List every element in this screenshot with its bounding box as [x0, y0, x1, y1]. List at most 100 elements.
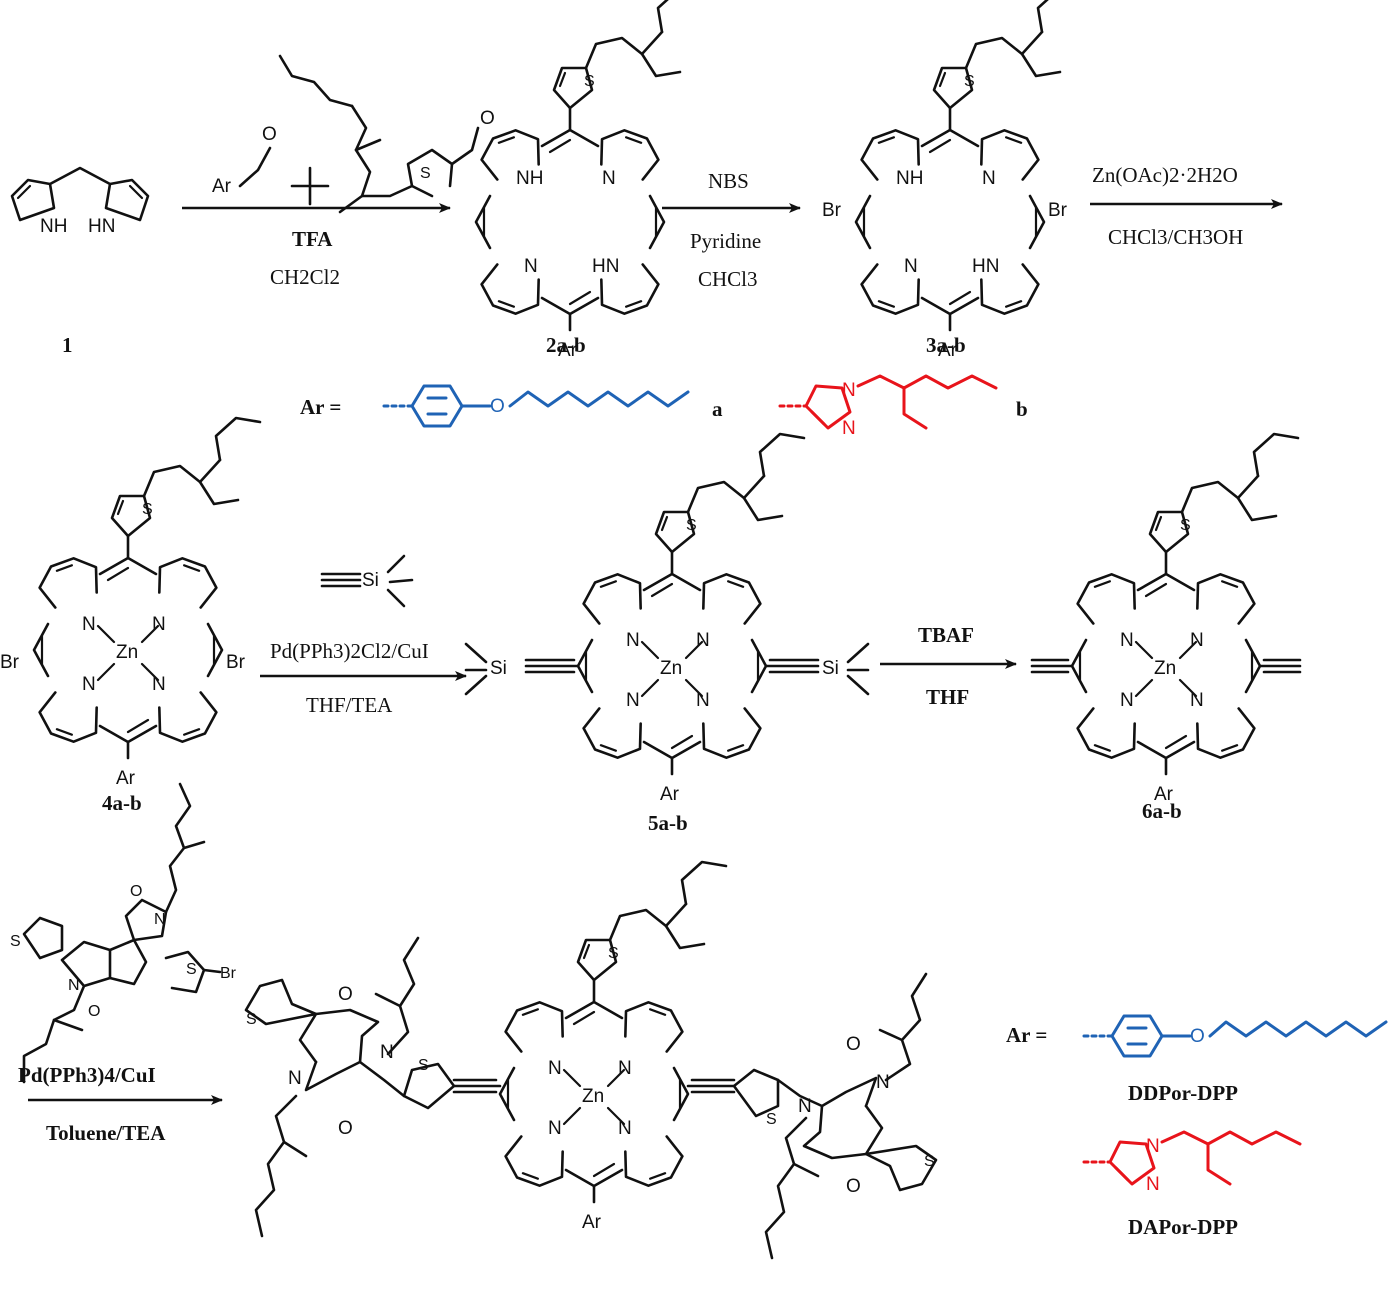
- svg-text:Zn: Zn: [582, 1086, 604, 1107]
- svg-text:O: O: [1190, 1026, 1205, 1047]
- svg-text:Br: Br: [0, 652, 20, 673]
- svg-text:NH: NH: [896, 168, 923, 189]
- svg-text:NH: NH: [516, 168, 543, 189]
- svg-text:S: S: [186, 961, 197, 978]
- svg-text:S: S: [924, 1153, 935, 1170]
- svg-text:Br: Br: [220, 965, 237, 982]
- svg-text:N: N: [876, 1072, 890, 1093]
- svg-text:N: N: [154, 911, 166, 928]
- step4-solvent: THF/TEA: [306, 693, 393, 717]
- svg-text:N: N: [548, 1058, 562, 1079]
- svg-text:N: N: [1190, 690, 1204, 711]
- svg-text:N: N: [1120, 690, 1134, 711]
- compound-4-structure: S N N Zn N N Br Br Ar: [0, 416, 262, 789]
- dpp-bromide-reagent: S Br S N N O O: [10, 782, 237, 1084]
- svg-text:HN: HN: [972, 256, 999, 277]
- step5-solvent: THF: [926, 685, 969, 709]
- svg-text:S: S: [10, 933, 21, 950]
- final-a-label: DDPor-DPP: [1128, 1081, 1238, 1105]
- svg-text:S: S: [964, 73, 975, 90]
- ar-variant-b-2: N N: [1082, 1130, 1302, 1195]
- svg-text:Ar: Ar: [660, 784, 680, 805]
- svg-text:S: S: [1180, 517, 1191, 534]
- svg-text:N: N: [626, 690, 640, 711]
- svg-text:O: O: [130, 883, 142, 900]
- compound-3-label: 3a-b: [926, 333, 966, 357]
- svg-text:Si: Si: [822, 658, 839, 679]
- svg-text:Zn: Zn: [1154, 658, 1176, 679]
- svg-text:N: N: [288, 1068, 302, 1089]
- compound-2-structure: S NH N N HN Ar: [476, 0, 704, 361]
- svg-text:S: S: [142, 501, 153, 518]
- svg-text:Zn: Zn: [660, 658, 682, 679]
- svg-text:O: O: [846, 1034, 861, 1055]
- svg-text:N: N: [696, 690, 710, 711]
- ar-variant-a-label-1: a: [712, 397, 723, 421]
- ar-variant-a-1: O: [382, 384, 690, 428]
- compound-6-structure: S N N Zn N N Ar: [1030, 432, 1302, 805]
- svg-text:O: O: [338, 984, 353, 1005]
- svg-text:N: N: [152, 674, 166, 695]
- svg-text:N: N: [626, 630, 640, 651]
- compound-1-structure: NH HN: [10, 166, 150, 237]
- ar-variant-b-label-1: b: [1016, 397, 1028, 421]
- step2-reagent: NBS: [708, 169, 749, 193]
- svg-text:N: N: [904, 256, 918, 277]
- step5-reagent: TBAF: [918, 623, 974, 647]
- svg-text:N: N: [1146, 1174, 1160, 1195]
- svg-text:Ar: Ar: [116, 768, 136, 789]
- svg-text:N: N: [618, 1118, 632, 1139]
- svg-text:O: O: [490, 396, 505, 417]
- compound-4-label: 4a-b: [102, 791, 142, 815]
- svg-text:N: N: [842, 418, 856, 439]
- ar-legend-label-1: Ar =: [300, 395, 341, 419]
- svg-text:O: O: [338, 1118, 353, 1139]
- svg-text:O: O: [262, 124, 277, 145]
- svg-text:S: S: [766, 1111, 777, 1128]
- compound-5-label: 5a-b: [648, 811, 688, 835]
- svg-text:N: N: [380, 1042, 394, 1063]
- step6-solvent: Toluene/TEA: [46, 1121, 166, 1145]
- svg-text:N: N: [602, 168, 616, 189]
- svg-text:N: N: [524, 256, 538, 277]
- svg-text:N: N: [982, 168, 996, 189]
- svg-text:N: N: [1120, 630, 1134, 651]
- step4-catalyst: Pd(PPh3)2Cl2/CuI: [270, 639, 429, 663]
- svg-text:O: O: [88, 1003, 100, 1020]
- final-product-structure: S N N Zn N N Ar S S N N O O S: [244, 860, 938, 1260]
- step2-solvent: CHCl3: [698, 267, 758, 291]
- svg-text:NH: NH: [40, 216, 67, 237]
- compound-3-structure: S NH N N HN Br Br Ar: [822, 0, 1084, 361]
- svg-text:N: N: [82, 674, 96, 695]
- svg-text:N: N: [842, 380, 856, 401]
- svg-text:N: N: [68, 977, 80, 994]
- svg-text:HN: HN: [88, 216, 115, 237]
- svg-text:N: N: [548, 1118, 562, 1139]
- ar-variant-b-1: N N: [778, 374, 998, 439]
- step6-catalyst: Pd(PPh3)4/CuI: [18, 1063, 156, 1087]
- svg-text:N: N: [152, 614, 166, 635]
- compound-2-label: 2a-b: [546, 333, 586, 357]
- svg-text:Si: Si: [490, 658, 507, 679]
- svg-text:S: S: [246, 1011, 257, 1028]
- svg-text:Br: Br: [822, 200, 842, 221]
- svg-text:S: S: [420, 165, 431, 182]
- svg-text:N: N: [1190, 630, 1204, 651]
- svg-text:Ar: Ar: [938, 340, 958, 361]
- final-b-label: DAPor-DPP: [1128, 1215, 1238, 1239]
- svg-text:Ar: Ar: [1154, 784, 1174, 805]
- compound-6-label: 6a-b: [1142, 799, 1182, 823]
- svg-text:Br: Br: [1048, 200, 1068, 221]
- svg-text:S: S: [584, 73, 595, 90]
- ar-variant-a-2: O: [1082, 1014, 1388, 1058]
- step4-tms-acetylene: Si: [320, 554, 414, 608]
- step3-reagent: Zn(OAc)2·2H2O: [1092, 163, 1238, 187]
- svg-text:N: N: [82, 614, 96, 635]
- svg-text:Ar: Ar: [212, 176, 232, 197]
- step1-catalyst: TFA: [292, 227, 333, 251]
- step1-solvent: CH2Cl2: [270, 265, 340, 289]
- svg-text:S: S: [686, 517, 697, 534]
- svg-text:Ar: Ar: [558, 340, 578, 361]
- svg-text:Br: Br: [226, 652, 246, 673]
